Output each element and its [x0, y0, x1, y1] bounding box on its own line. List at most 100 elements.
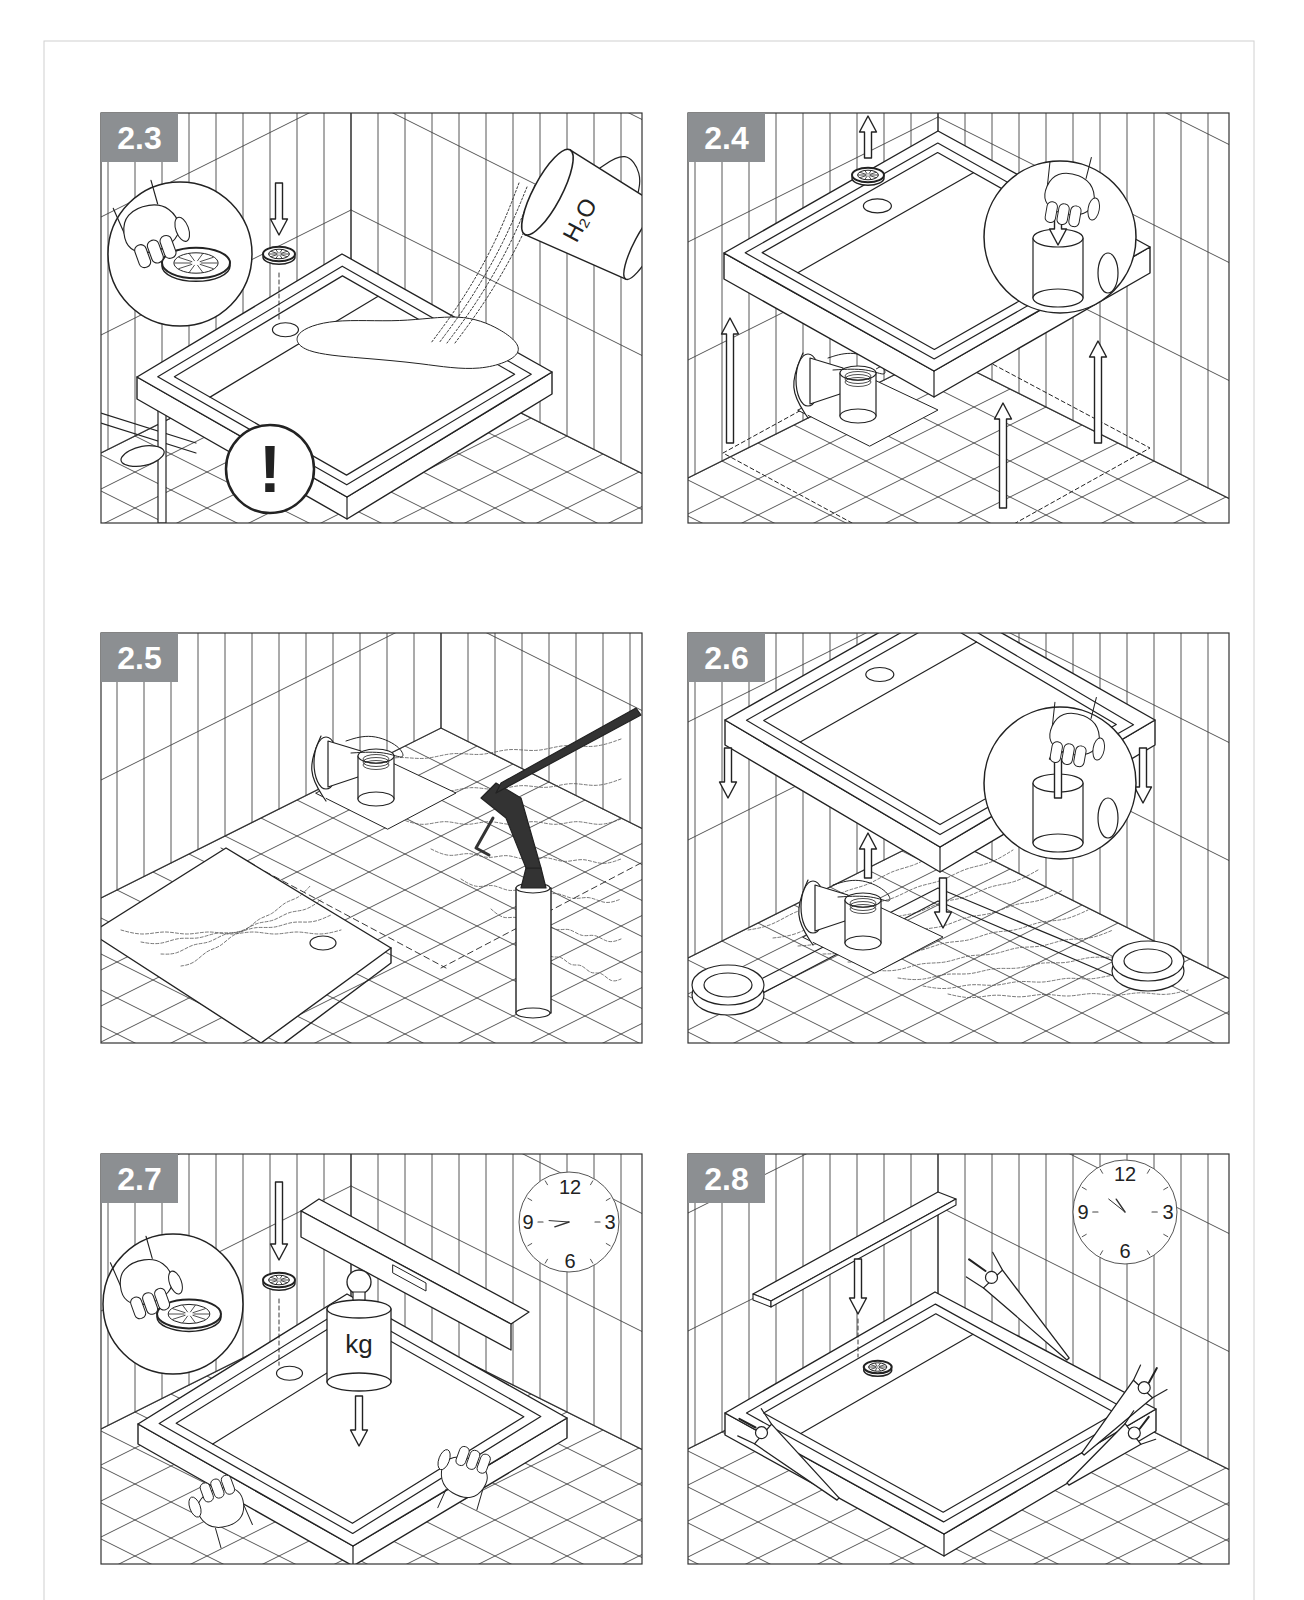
thumb: [1091, 737, 1106, 761]
drain-grate: [852, 168, 884, 185]
foam-can: [516, 1008, 550, 1018]
wall-tile-line: [441, 633, 442, 728]
line-art: [110, 1262, 120, 1287]
guide-line: [858, 1319, 859, 1357]
wall-tile-line: [108, 113, 109, 450]
line-art: [870, 176, 876, 178]
line-art: [869, 1367, 876, 1368]
level-vial: [393, 1265, 426, 1291]
clock-face: [1073, 1160, 1177, 1264]
foam-line: [181, 885, 311, 966]
hand: [1045, 691, 1113, 771]
line-art: [761, 1409, 771, 1424]
weight-knob: [347, 1270, 371, 1294]
line-art: [190, 1305, 195, 1311]
ellipse-art: [263, 1273, 295, 1287]
line-art: [993, 1252, 1003, 1270]
line-art: [878, 1368, 880, 1371]
line-art: [189, 254, 194, 261]
floor-tile-line: [688, 491, 1229, 524]
tray-edge: [352, 1546, 353, 1564]
line-art: [198, 265, 203, 272]
wall-tile-line: [594, 113, 595, 450]
panel-content: [101, 113, 642, 523]
panel-content: [688, 113, 1229, 523]
line-art: [1147, 1169, 1149, 1173]
wall-tile-line: [306, 633, 307, 796]
trap-body: [845, 936, 881, 950]
sealant-cartridge: [1067, 1411, 1156, 1485]
trap-detail: [1033, 774, 1118, 852]
thumb: [172, 215, 192, 243]
step-panel: [91, 0, 685, 1600]
step-number-tag: 2.3: [101, 113, 178, 162]
line-art: [545, 1259, 547, 1263]
tray-edge: [939, 847, 940, 872]
line-art: [591, 1181, 593, 1185]
floor-tile-line: [688, 511, 1229, 523]
step-number: 2.4: [704, 122, 748, 154]
hand: [109, 174, 196, 271]
panel-border: [101, 1154, 642, 1564]
line-art: [754, 1424, 838, 1500]
line-art: [871, 1365, 876, 1367]
step-panel: [678, 94, 1239, 1600]
wall-tile-line: [1181, 1154, 1182, 1446]
line-art: [144, 1236, 153, 1258]
drain-grate: [263, 1273, 295, 1290]
line-art: [880, 900, 881, 943]
ellipse-art: [263, 247, 295, 261]
clock-number: 9: [1077, 1202, 1088, 1222]
wall-tile-line: [360, 633, 361, 769]
thumb: [166, 1269, 185, 1295]
line-art: [1100, 1251, 1102, 1255]
clock-hand: [549, 1221, 569, 1222]
line-art: [1147, 1251, 1149, 1255]
motion-arrow: [1090, 341, 1107, 443]
line-art: [1141, 1439, 1156, 1444]
line-art: [200, 264, 213, 268]
floor-tile-line: [688, 935, 1229, 1044]
wall-tile-line: [630, 633, 631, 823]
floor-tile-line: [688, 991, 1229, 1043]
detail-circle: [108, 182, 252, 326]
drain-hole: [863, 199, 891, 213]
line-art: [183, 1316, 188, 1322]
line-art: [591, 1259, 593, 1263]
ellipse-art: [858, 170, 879, 180]
foil-cover: [346, 736, 403, 757]
motion-arrow: [271, 1182, 288, 1260]
line-art: [839, 373, 840, 416]
clock-tick: [1093, 1211, 1098, 1212]
ellipse-art: [852, 168, 884, 182]
line-art: [860, 172, 866, 174]
guide-line: [279, 273, 280, 322]
wall-tile-line: [1019, 1154, 1020, 1365]
motion-arrow: [995, 403, 1012, 508]
post: [158, 398, 166, 523]
line-art: [281, 254, 289, 255]
hand-grip: [1138, 1382, 1150, 1394]
floor-tile-line: [101, 633, 642, 903]
clock: [1073, 1160, 1177, 1264]
wall-tile-line: [101, 633, 441, 780]
line-art: [753, 1294, 771, 1307]
line-art: [984, 1270, 1070, 1360]
ellipse-art: [704, 973, 752, 997]
line-art: [844, 900, 845, 943]
line-art: [357, 756, 358, 799]
line-art: [1153, 1390, 1167, 1398]
wall-tile-line: [688, 1154, 938, 1213]
foam-can: [516, 888, 551, 1013]
line-art: [860, 176, 866, 178]
finger: [455, 1445, 471, 1467]
finger: [1073, 745, 1087, 767]
wall-tile-line: [279, 633, 280, 809]
wall-tile-line: [576, 633, 577, 796]
detail-circle: [984, 161, 1136, 313]
wall-tile-line: [722, 113, 723, 461]
hand: [106, 1230, 189, 1322]
clock-number: 12: [1114, 1164, 1136, 1184]
motion-arrow: [860, 116, 877, 158]
line-art: [280, 1276, 282, 1279]
